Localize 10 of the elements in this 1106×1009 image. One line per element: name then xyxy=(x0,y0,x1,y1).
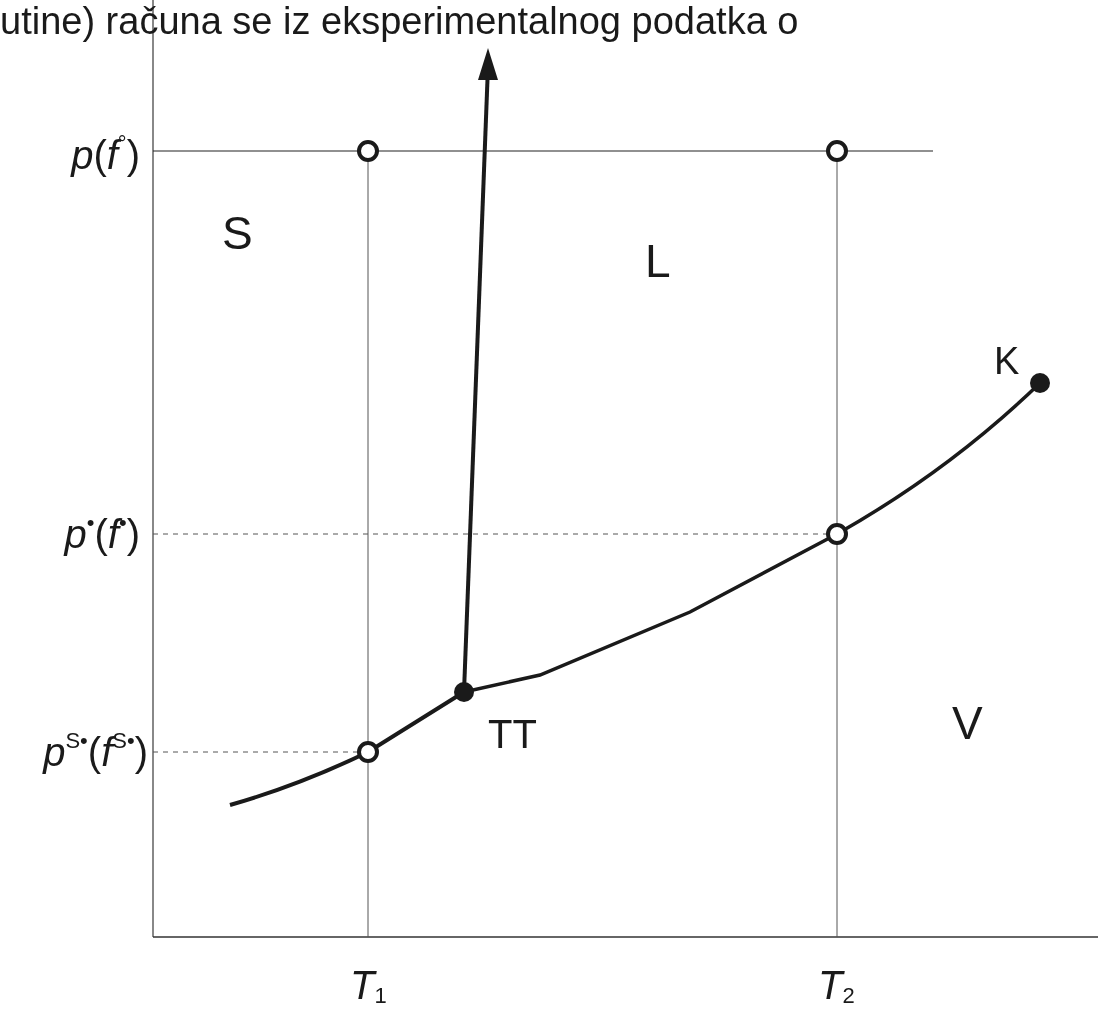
axis-label: p$^{S•}$(f$^{S•}$) xyxy=(43,730,148,772)
axis-label: p$^{•}$(f$^{•}$) xyxy=(64,512,140,554)
region-label: L xyxy=(645,238,671,284)
region-label: V xyxy=(952,700,983,746)
heading-text: utine) računa se iz eksperimentalnog podatka o xyxy=(0,2,799,40)
region-label: S xyxy=(222,210,253,256)
axis-label: T$_{1}$ xyxy=(350,965,387,1008)
point-label: K xyxy=(994,342,1020,380)
point-label: TT xyxy=(488,714,537,754)
axis-label: T$_{2}$ xyxy=(818,965,855,1008)
